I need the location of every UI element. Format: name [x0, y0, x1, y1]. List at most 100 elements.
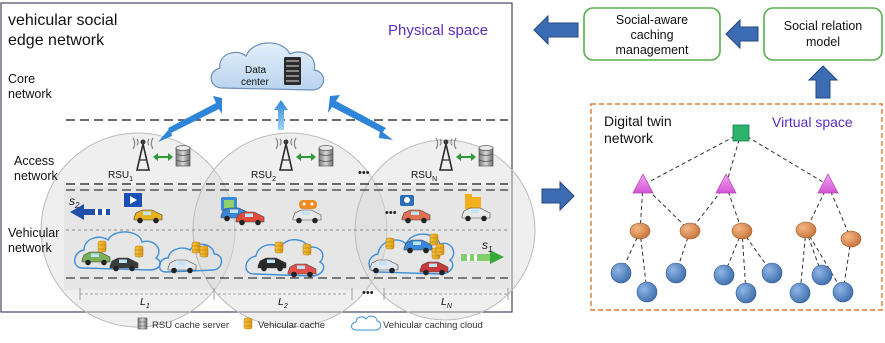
rsu-cache-server-icon — [175, 145, 191, 167]
relation-box-line2: model — [806, 35, 840, 49]
data-center-label-2: center — [241, 77, 269, 88]
twin-leaf-node — [761, 262, 783, 284]
twin-orange-node — [731, 222, 753, 240]
access-network-label-2: network — [14, 169, 59, 183]
rsu-unit: RSU1 — [108, 137, 191, 183]
rsu-unit: RSU2 — [251, 137, 334, 183]
dc-to-rsu1-link — [158, 96, 222, 142]
twin-edge — [642, 132, 742, 186]
caching-cloud-3 — [245, 239, 325, 277]
twin-orange-node — [795, 221, 817, 239]
rsu-server-link-icon — [296, 153, 316, 161]
vehicle-icon — [287, 263, 317, 278]
caching-cloud-1 — [74, 231, 161, 271]
car-layer — [81, 207, 491, 278]
server-rack-icon — [284, 57, 301, 85]
rsu-tower-icon — [438, 139, 454, 171]
rsu-label: RSU1 — [108, 170, 133, 183]
caching-box-line1: Social-aware — [616, 13, 688, 27]
core-network-label: Core — [8, 72, 35, 86]
arrow-twin-to-relation — [807, 65, 839, 99]
vehicle-icon — [133, 209, 163, 224]
rsu-cache-server-icon — [478, 145, 494, 167]
signal-wave-icon — [435, 137, 457, 150]
segment-label: LN — [441, 296, 453, 310]
twin-edge — [741, 230, 747, 294]
caching-box-line2: caching — [630, 28, 673, 42]
arrow-physical-to-twin — [541, 180, 575, 212]
twin-edge — [827, 184, 852, 240]
arrow-to-physical-space — [533, 14, 579, 46]
rsu-cache-server-legend-icon — [137, 317, 148, 330]
vehicle-icon — [461, 207, 491, 222]
segment-ellipsis: ••• — [362, 287, 374, 299]
rsu-label: RSU2 — [251, 170, 276, 183]
vehicle-icon — [369, 259, 399, 274]
caching-cloud-2 — [158, 243, 223, 273]
rsu-cache-server-icon — [318, 145, 334, 167]
twin-edge — [725, 132, 742, 186]
rsu-ellipsis: ••• — [358, 167, 370, 179]
twin-leaf-node — [789, 282, 811, 304]
segment-label: L1 — [140, 296, 150, 310]
camera-content-icon — [400, 195, 414, 206]
rsu-server-link-icon — [456, 153, 476, 161]
segment-layer: L1 L2 LN — [79, 288, 509, 310]
rsu-tower-icon — [135, 139, 151, 171]
twin-leaf-node — [610, 262, 632, 284]
twin-title-line1: Digital twin — [604, 113, 672, 129]
core-network-label-2: network — [8, 87, 53, 101]
vehicular-cache-icon — [199, 245, 209, 258]
coin-layer — [97, 233, 445, 260]
flow-label-s1: s1 — [482, 238, 492, 254]
video-content-icon — [124, 193, 142, 207]
vehicle-icon — [419, 261, 449, 276]
twin-leaf-node — [713, 264, 735, 286]
twin-leaf-node — [636, 281, 658, 303]
twin-orange-node — [840, 230, 862, 248]
twin-orange-node — [629, 222, 651, 240]
vehicular-network-label-2: network — [8, 241, 53, 255]
twin-mid-node — [715, 173, 737, 194]
vehicular-cache-icon — [429, 233, 439, 246]
vehicle-icon — [401, 209, 431, 224]
caching-box-line3: management — [616, 43, 689, 57]
data-center-label-1: Data — [245, 65, 267, 76]
physical-space-label: Physical space — [388, 22, 488, 39]
vehicular-network-label: Vehicular — [8, 226, 59, 240]
caching-cloud-4 — [368, 233, 455, 275]
gamepad-icon — [299, 200, 317, 209]
game-content-icon — [221, 197, 237, 211]
vehicle-icon — [167, 259, 197, 274]
twin-edge — [799, 229, 807, 294]
vehicular-cache-icon — [134, 245, 144, 258]
rsu-tower-icon — [278, 139, 294, 171]
folder-content-icon — [465, 194, 481, 209]
vehicular-cache-icon — [97, 240, 107, 253]
signal-wave-icon — [132, 137, 154, 150]
vehicular-cache-icon — [274, 241, 284, 254]
rsu-layer: RSU1 RSU2 RSUN — [108, 137, 494, 183]
lane-ellipsis: ••• — [385, 207, 397, 219]
physical-space-panel: vehicular social edge network Physical s… — [0, 2, 536, 328]
twin-leaf-node — [665, 262, 687, 284]
rsu-server-link-icon — [153, 153, 173, 161]
legend-vehicular-cache: Vehicular cache — [258, 320, 325, 331]
segment-label: L2 — [278, 296, 288, 310]
vehicular-cache-icon — [435, 243, 445, 256]
rsu-unit: RSUN — [411, 137, 494, 183]
vehicle-icon — [235, 211, 265, 226]
legend-vehicular-caching-cloud: Vehicular caching cloud — [383, 320, 483, 331]
data-center-cloud: Data center — [210, 42, 325, 91]
twin-leaf-node — [832, 281, 854, 303]
vehicle-icon — [292, 209, 322, 224]
twin-edge — [805, 229, 844, 293]
dc-to-rsu2-link — [274, 100, 288, 130]
arrow-relation-to-caching — [725, 18, 759, 50]
twin-edge — [740, 132, 829, 186]
flow-arrow-s1 — [461, 250, 504, 264]
rsu-label: RSUN — [411, 170, 437, 183]
vehicular-cache-icon — [385, 237, 395, 250]
caching-management-box: Social-aware caching management — [583, 7, 721, 61]
